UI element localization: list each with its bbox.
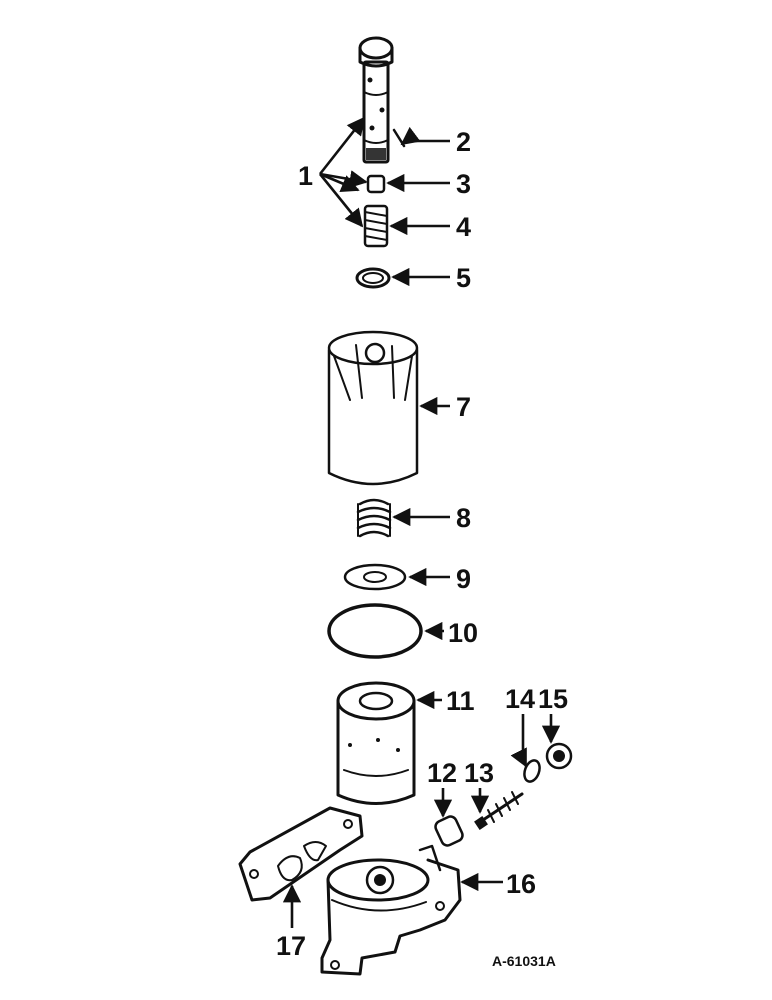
callout-4: 4 [456,212,471,242]
callout-16: 16 [506,869,536,899]
callout-8: 8 [456,503,471,533]
callout-2: 2 [456,127,471,157]
part-plunger [366,174,386,194]
callout-14: 14 [505,684,535,714]
callout-12: 12 [427,758,457,788]
part-filter-base [320,844,462,976]
callout-7: 7 [456,392,471,422]
callout-3: 3 [456,169,471,199]
part-filter-spring [356,498,392,538]
callout-9: 9 [456,564,471,594]
part-mounting-gasket [238,806,364,902]
callout-11: 11 [446,686,475,716]
part-plug-cap [545,742,573,770]
callout-labels: 1 2 3 4 5 7 8 9 10 11 12 13 14 15 16 17 [276,127,568,961]
callout-13: 13 [464,758,494,788]
part-bypass-spring [474,791,524,830]
callout-10: 10 [448,618,478,648]
drawing-reference-code: A-61031A [492,953,556,969]
part-valve-body [358,36,394,164]
part-washer-flat [343,563,407,591]
callout-1: 1 [298,161,313,191]
leader-lines [282,116,561,928]
part-filter-element [336,681,416,805]
part-washer-small [355,267,391,289]
callout-15: 15 [538,684,568,714]
callout-5: 5 [456,263,471,293]
part-gasket-ring [327,603,423,659]
part-plug [434,815,464,847]
part-o-ring-small [523,759,541,783]
callout-17: 17 [276,931,306,961]
part-relief-spring [363,204,389,248]
part-filter-shell [327,330,419,486]
